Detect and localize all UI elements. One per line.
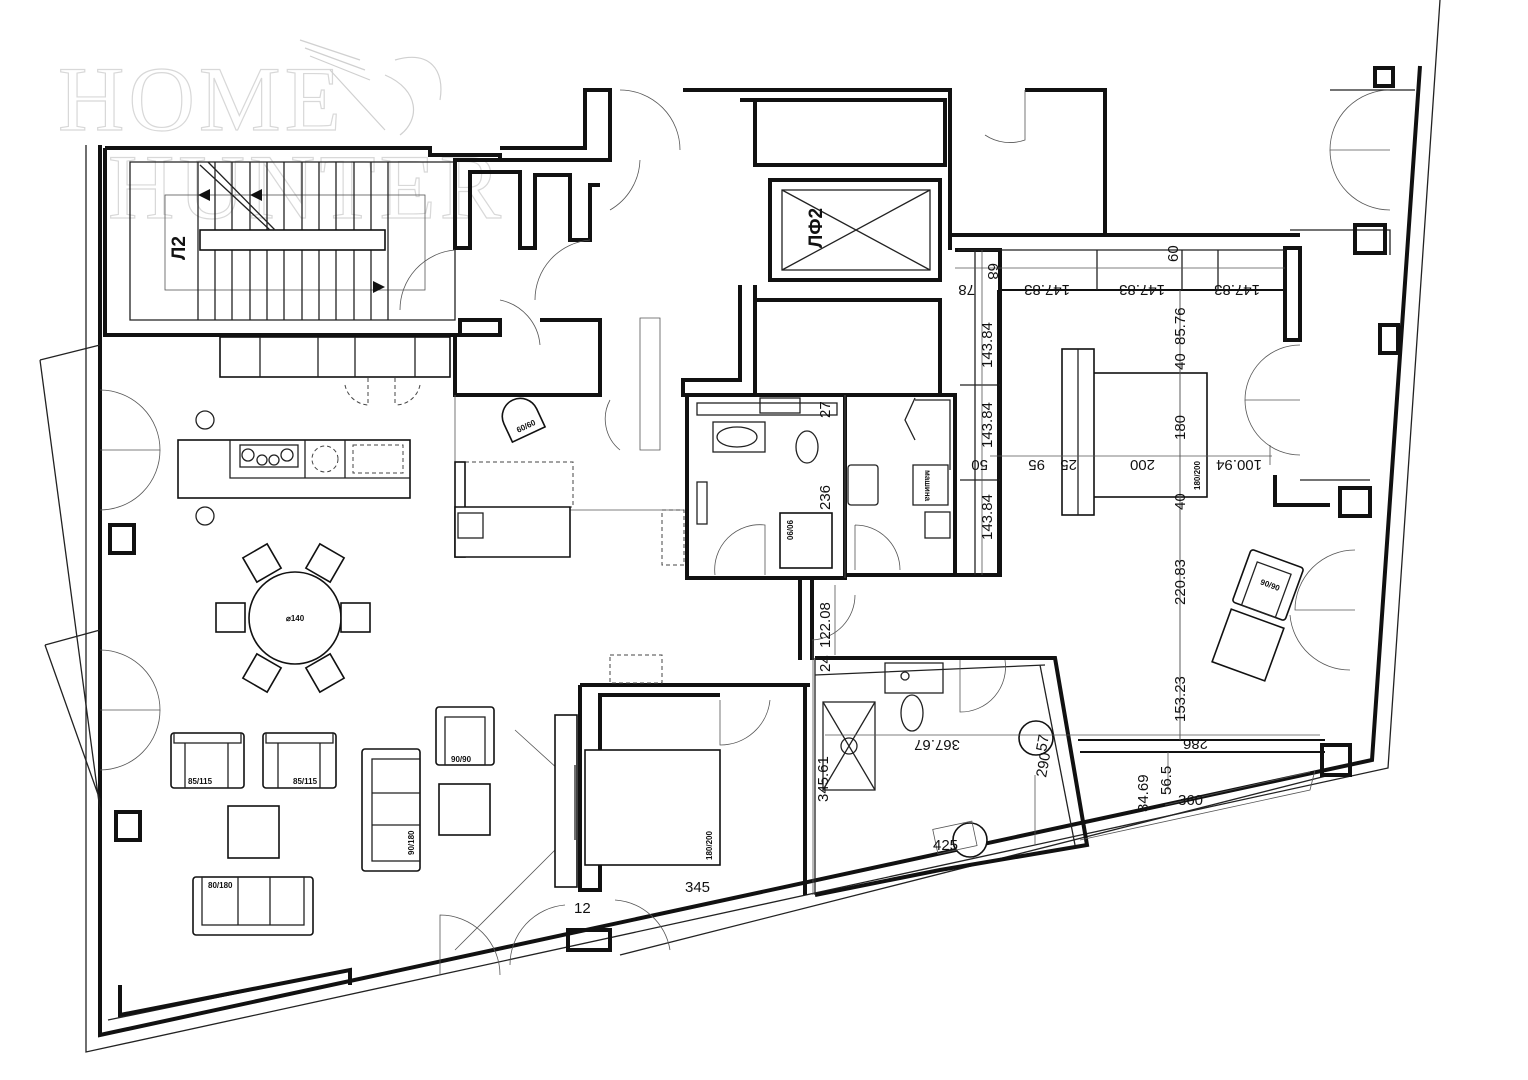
- dim-40-a: 40: [1172, 353, 1189, 370]
- armchair-small-label: 90/90: [451, 755, 472, 764]
- washer-label: машина: [923, 470, 932, 502]
- armchair-small: 90/90: [435, 706, 495, 766]
- stairwell: Л2: [103, 146, 502, 337]
- dim-220-83: 220.83: [1172, 559, 1189, 605]
- dim-153-23: 153.23: [1172, 676, 1189, 722]
- dim-12: 12: [574, 900, 591, 917]
- kitchen-chair: 60/60: [501, 397, 547, 444]
- dim-24: 24: [817, 655, 834, 672]
- dining-table-label: ⌀140: [286, 614, 305, 623]
- sofa-bottom: 80/180: [192, 876, 314, 936]
- dimension-labels: 78 68 147.83 147.83 60 147.83 143.84 143…: [574, 245, 1262, 917]
- dim-367-67: 367.67: [914, 736, 960, 753]
- dim-68: 68: [984, 263, 1001, 280]
- dim-143-84-a: 143.84: [979, 322, 996, 368]
- dim-200: 200: [1130, 456, 1155, 473]
- bedroom2-bed-label: 180/200: [705, 831, 714, 860]
- sofa-vertical: 90/180: [361, 748, 421, 872]
- elevator: ЛФ2: [768, 178, 942, 282]
- eagle-icon: [299, 39, 442, 136]
- dim-180: 180: [1172, 415, 1189, 440]
- bathroom-3: [814, 656, 1325, 897]
- dim-85-76: 85.76: [1172, 307, 1189, 345]
- dining-set: ⌀140: [215, 542, 371, 694]
- dim-147-83-b: 147.83: [1119, 281, 1165, 298]
- dim-147-83-a: 147.83: [1024, 281, 1070, 298]
- side-table: [438, 783, 491, 836]
- armchair-master: 90/90: [1232, 549, 1304, 621]
- dim-100-94: 100.94: [1216, 456, 1262, 473]
- dim-345-61: 345.61: [815, 756, 832, 802]
- home-hunter-watermark: HOME HUNTER: [57, 39, 505, 239]
- watermark-home: HOME: [58, 48, 345, 150]
- dim-290: 290: [1033, 751, 1054, 779]
- dim-50: 50: [971, 456, 988, 473]
- living-room: 85/115 85/115 80/180 90/180 90/90: [170, 706, 495, 936]
- dim-95: 95: [1028, 456, 1045, 473]
- sofa-vertical-label: 90/180: [407, 830, 416, 855]
- dim-143-84-b: 143.84: [979, 402, 996, 448]
- watermark-hunter: HUNTER: [108, 136, 505, 238]
- master-bedroom: 180/200 90/90: [948, 233, 1304, 740]
- dim-40-b: 40: [1172, 493, 1189, 510]
- dim-425: 425: [933, 837, 958, 854]
- armchair-right-label: 85/115: [293, 777, 318, 786]
- dim-34-69: 34.69: [1135, 774, 1152, 812]
- dim-57: 57: [1033, 733, 1053, 752]
- armchair-left: 85/115: [170, 732, 245, 789]
- dim-236: 236: [817, 485, 834, 510]
- dim-286: 286: [1183, 735, 1208, 752]
- dim-345: 345: [685, 879, 710, 896]
- armchair-right: 85/115: [262, 732, 337, 789]
- master-bed-label: 180/200: [1193, 461, 1202, 490]
- dim-25: 25: [1060, 456, 1077, 473]
- bathroom-1: 90/90 машина: [685, 248, 1002, 580]
- dim-147-83-c: 147.83: [1214, 281, 1260, 298]
- dim-56-5: 56.5: [1158, 766, 1175, 795]
- elevator-label: ЛФ2: [806, 208, 827, 248]
- dim-78: 78: [958, 281, 975, 298]
- dim-60: 60: [1165, 245, 1182, 262]
- master-side-table: [1211, 608, 1285, 682]
- coffee-table: [227, 805, 280, 859]
- dim-360: 360: [1178, 792, 1203, 809]
- dim-27: 27: [817, 401, 834, 418]
- shower-label: 90/90: [785, 520, 794, 541]
- armchair-left-label: 85/115: [188, 777, 213, 786]
- dim-143-84-c: 143.84: [979, 494, 996, 540]
- stair-label: Л2: [169, 236, 190, 260]
- bedroom-2: 180/200: [554, 580, 856, 952]
- sofa-bottom-label: 80/180: [208, 881, 233, 890]
- dimension-lines: [812, 250, 1320, 895]
- dim-122-08: 122.08: [817, 602, 834, 648]
- kitchen: 60/60: [177, 336, 685, 566]
